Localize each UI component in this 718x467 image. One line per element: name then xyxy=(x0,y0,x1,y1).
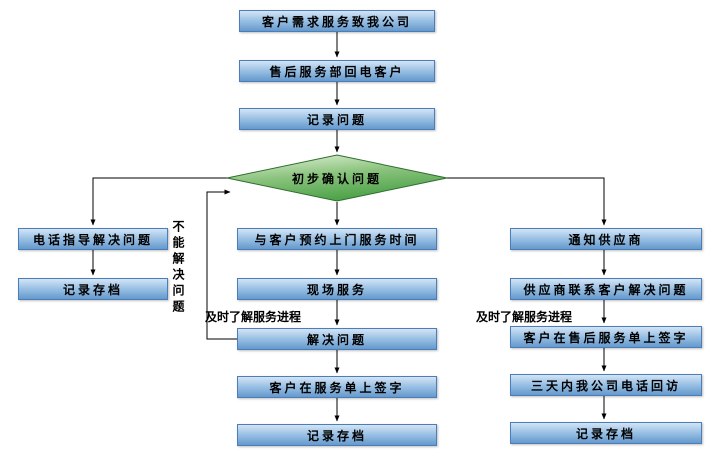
flow-node-aftersales-sign: 客户在售后服务单上签字 xyxy=(510,326,702,348)
flow-decision-confirm-problem: 初步确认问题 xyxy=(291,171,382,186)
flow-node-right-archive: 记录存档 xyxy=(510,422,702,444)
flow-node-phone-guidance: 电话指导解决问题 xyxy=(18,228,168,250)
flow-node-middle-archive: 记录存档 xyxy=(237,424,437,446)
flow-node-left-archive: 记录存档 xyxy=(18,278,168,300)
flow-node-notify-supplier: 通知供应商 xyxy=(510,228,702,250)
feedback-connector xyxy=(206,189,237,340)
flow-node-schedule-onsite: 与客户预约上门服务时间 xyxy=(237,228,437,250)
connectors xyxy=(90,32,607,422)
flow-node-phone-followup: 三天内我公司电话回访 xyxy=(510,374,702,396)
flow-node-customer-sign: 客户在服务单上签字 xyxy=(237,376,437,398)
flow-connector xyxy=(90,177,228,226)
flow-node-callback-customer: 售后服务部回电客户 xyxy=(239,60,435,82)
flow-node-solve-problem: 解决问题 xyxy=(237,328,437,350)
flow-node-record-problem: 记录问题 xyxy=(239,108,435,130)
annotation-progress-middle: 及时了解服务进程 xyxy=(205,310,302,324)
flow-node-customer-request: 客户需求服务致我公司 xyxy=(239,10,435,32)
flow-node-supplier-contact: 供应商联系客户解决问题 xyxy=(510,278,702,300)
flow-node-onsite-service: 现场服务 xyxy=(237,278,437,300)
decision-diamond-shape xyxy=(226,154,448,202)
flow-connector xyxy=(446,177,607,226)
annotation-cannot-solve: 不能解决问题 xyxy=(171,220,185,316)
annotation-progress-right: 及时了解服务进程 xyxy=(476,310,573,324)
